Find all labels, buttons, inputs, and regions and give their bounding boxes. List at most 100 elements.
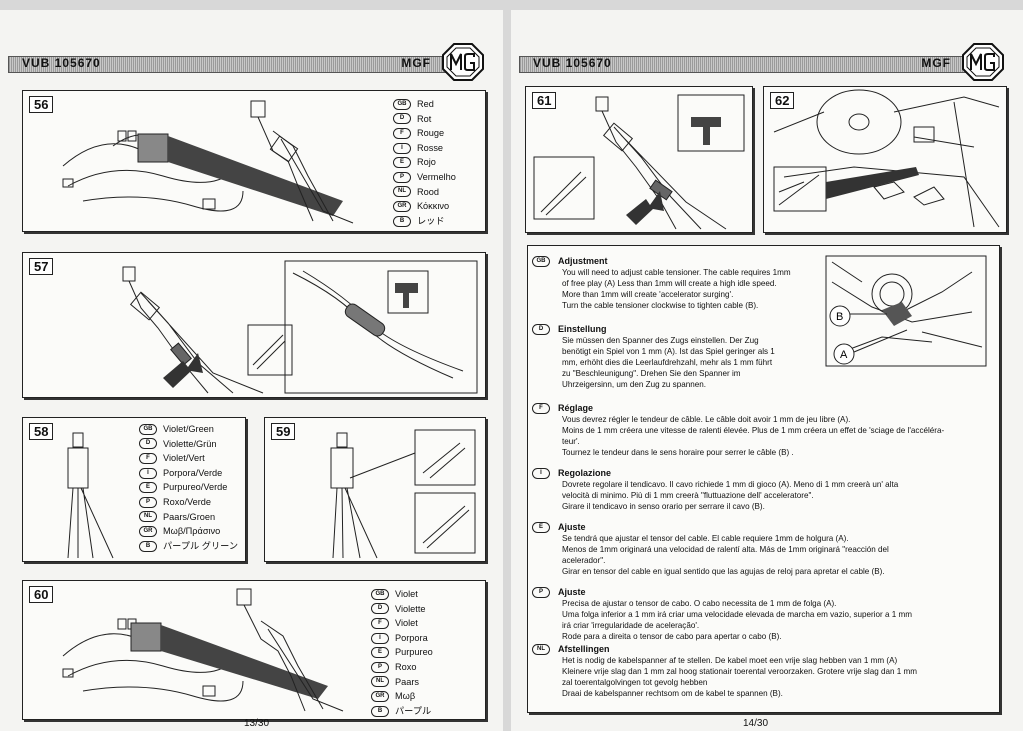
legend-color-text: Purpureo/Verde [163,482,228,493]
legend-color-text: Violet [395,618,418,629]
legend-color-text: Μωβ/Πράσινο [163,526,221,537]
legend-row: GR Κόκκινο [393,199,456,214]
figure-57: 57 [22,252,486,398]
legend-color-text: Violet/Vert [163,453,205,464]
legend-color-text: Paars/Groen [163,511,216,522]
page-number: 13/30 [244,718,270,729]
legend-row: GB Violet/Green [139,422,238,437]
legend-color-text: Porpora [395,632,428,643]
section-text-line: Menos de 1mm originará una velocidad de … [562,545,889,554]
language-badge: NL [532,644,550,655]
section-title: Regolazione [558,468,612,478]
legend-color-text: Rouge [417,128,445,139]
section-text-line: You will need to adjust cable tensioner.… [562,268,791,277]
section-text-line: Girar en tensor del cable en igual senti… [562,567,885,576]
legend-color-text: Κόκκινο [417,201,450,212]
figure-61: 61 [525,86,753,233]
section-text-line: of free play (A) Less than 1mm will crea… [562,279,777,288]
language-badge: B [139,540,157,552]
language-badge: D [371,603,389,615]
section-text-line: Girare il tendicavo in senso orario per … [562,502,765,511]
heatshrink-illustration [533,94,745,230]
wiring-harness-illustration [62,588,344,712]
crimp-tool-illustration [330,429,476,559]
language-badge: P [393,171,411,183]
section-text-line: Kleinere vrije slag dan 1 mm zal hoog st… [562,667,917,676]
language-badge: P [139,496,157,508]
brand-name: MGF [921,56,951,70]
section-text-line: Sie müssen den Spanner des Zugs einstell… [562,336,759,345]
callout-a: A [840,349,848,361]
legend-color-text: Paars [395,676,420,687]
legend-color-text: パープル [395,705,432,716]
figure-number: 61 [532,92,557,109]
language-badge: GR [371,690,389,702]
legend-color-text: Violet/Green [163,424,214,434]
section-title: Einstellung [558,324,607,334]
connector-and-heatshrink-illustration [122,260,478,394]
legend-color-text: Red [417,99,434,109]
page-header: VUB 105670 MGF [8,43,489,81]
language-badge: GB [371,588,389,600]
section-text-line: More than 1mm will create 'accelerator s… [562,290,734,299]
language-badge: E [139,482,157,494]
language-badge: B [371,705,389,717]
language-badge: E [532,522,550,533]
legend-row: P Vermelho [393,170,456,185]
section-text-line: Vous devrez régler le tendeur de câble. … [562,415,851,424]
language-badge: GB [139,423,157,435]
section-text-line: Uhrzeigersinn, um den Zug zu spannen. [562,380,706,389]
language-badge: GB [393,98,411,110]
legend-color-text: Rojo [417,157,436,168]
language-badge: B [393,215,411,227]
section-text-line: Rode para a direita o tensor de cabo par… [562,632,782,641]
legend-color-text: Violet [395,589,418,599]
language-badge: GR [393,200,411,212]
language-badge: F [139,452,157,464]
language-badge: F [393,127,411,139]
mg-logo-icon [442,43,484,81]
legend-color-text: Vermelho [417,171,456,182]
section-title: Afstellingen [558,644,610,654]
legend-color-text: パープル グリーン [163,540,239,551]
right-page: VUB 105670 MGF 61 62 [511,10,1023,731]
language-badge: I [139,467,157,479]
callout-b: B [836,311,843,323]
language-badge: NL [371,676,389,688]
legend-color-text: Violette/Grün [163,438,217,449]
section-text-line: Precisa de ajustar o tensor de cabo. O c… [562,599,837,608]
legend-row: GB Violet [371,587,433,602]
figure-number: 60 [29,586,54,603]
section-text-line: Draai de kabelspanner rechtsom om de kab… [562,689,783,698]
figure-62: 62 [763,86,1007,233]
section-text-line: Se tendrá que ajustar el tensor del cabl… [562,534,849,543]
legend-color-text: Purpureo [395,647,433,658]
section-text-line: mm, erhöht dies die Leerlaufdrehzahl, me… [562,358,773,367]
section-title: Ajuste [558,587,586,597]
legend-row: B パープル グリーン [139,539,238,554]
figure-number: 59 [271,423,296,440]
legend-color-text: Rood [417,186,439,197]
section-text-line: Dovrete regolare il tendicavo. Il cavo r… [562,480,899,489]
section-text-line: Moins de 1 mm créera une vitesse de rale… [562,426,945,435]
language-badge: P [371,661,389,673]
mg-logo-icon [962,43,1004,81]
section-text-line: teur'. [562,437,580,446]
legend-row: F Rouge [393,126,456,141]
